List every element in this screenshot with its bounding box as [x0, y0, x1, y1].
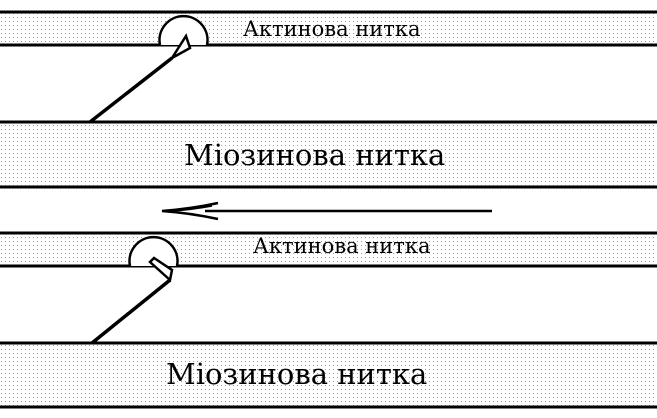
myosin-label-bottom: Міозинова нитка: [166, 357, 427, 391]
actin-label-top: Актинова нитка: [243, 17, 421, 41]
actin-filament-bottom: [0, 233, 657, 266]
myosin-head-top: [88, 14, 209, 124]
myosin-filament-top: [0, 122, 657, 187]
myosin-filament-bottom: [0, 343, 657, 407]
direction-arrow: [161, 201, 492, 221]
actin-filament-top: [0, 12, 657, 45]
panel-top: Актинова нитка Міозинова нитка: [0, 10, 657, 189]
panel-bottom: Актинова нитка Міозинова нитка: [0, 231, 657, 409]
actin-label-bottom: Актинова нитка: [253, 234, 431, 258]
myosin-label-top: Міозинова нитка: [184, 138, 445, 172]
myosin-head-bottom: [90, 235, 179, 345]
